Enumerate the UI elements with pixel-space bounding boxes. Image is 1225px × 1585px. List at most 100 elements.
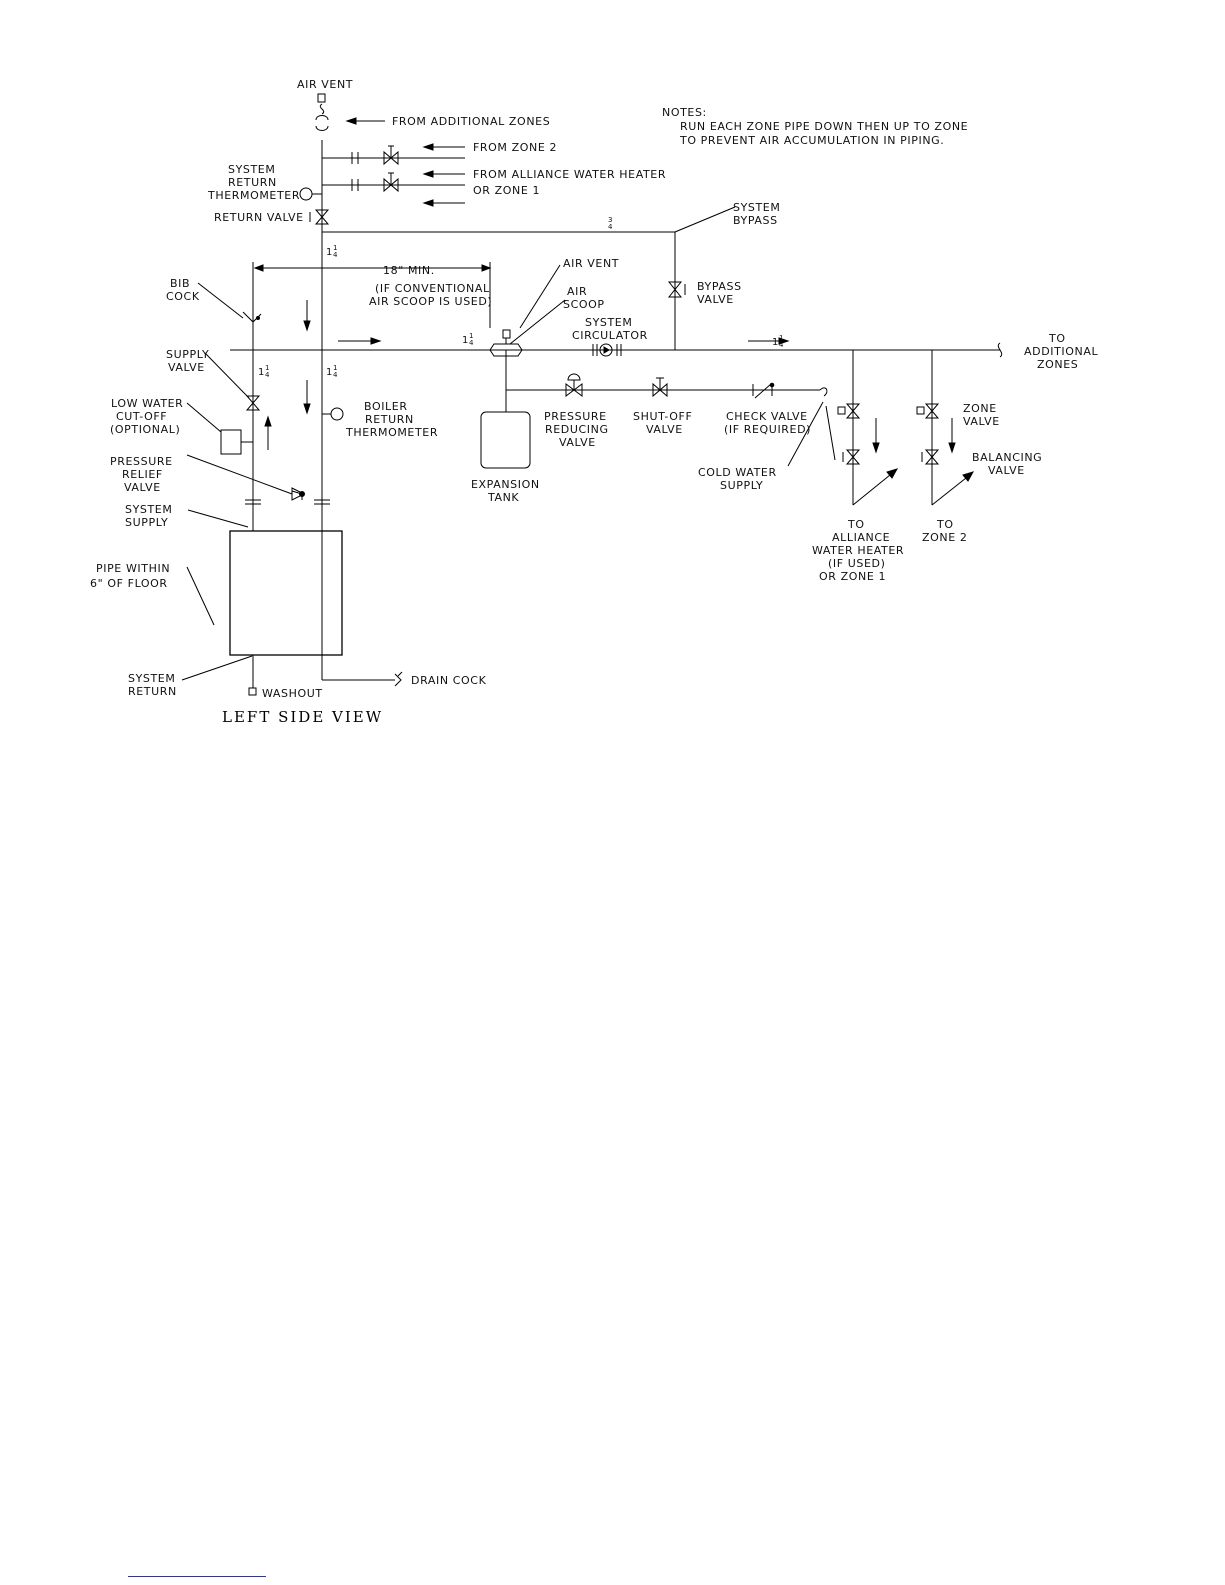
svg-text:1: 1: [333, 364, 337, 372]
label-from-alliance-2: OR ZONE 1: [473, 184, 540, 197]
label-check-valve-1: CHECK VALVE: [726, 410, 808, 423]
notes-line-2: TO PREVENT AIR ACCUMULATION IN PIPING.: [679, 134, 944, 147]
label-air-vent-top: AIR VENT: [297, 78, 353, 91]
svg-text:TANK: TANK: [487, 491, 519, 504]
svg-text:VALVE: VALVE: [988, 464, 1025, 477]
svg-text:(IF USED): (IF USED): [828, 557, 886, 570]
label-expansion-tank-1: EXPANSION: [471, 478, 540, 491]
svg-text:VALVE: VALVE: [963, 415, 1000, 428]
svg-text:4: 4: [333, 371, 338, 379]
pipe-size-labels: 1 1 4 1 1 4 1 1 4 1 1 4 1 1 4 3 4: [258, 216, 784, 379]
svg-text:6" OF FLOOR: 6" OF FLOOR: [90, 577, 168, 590]
svg-text:AIR SCOOP IS USED): AIR SCOOP IS USED): [369, 295, 492, 308]
label-boiler-thermo-1: BOILER: [364, 400, 408, 413]
zone2-balancing-symbol: [924, 449, 940, 465]
label-system-return-1: SYSTEM: [128, 672, 175, 685]
label-shut-off-1: SHUT-OFF: [633, 410, 692, 423]
pressure-reducing-symbol: [565, 383, 583, 397]
svg-text:VALVE: VALVE: [168, 361, 205, 374]
svg-text:RELIEF: RELIEF: [122, 468, 163, 481]
svg-text:4: 4: [333, 251, 338, 259]
svg-text:CUT-OFF: CUT-OFF: [116, 410, 167, 423]
size-main-left: 1: [462, 335, 468, 346]
label-pipe-within-1: PIPE WITHIN: [96, 562, 170, 575]
svg-text:ADDITIONAL: ADDITIONAL: [1024, 345, 1098, 358]
zone2-return-valve: [383, 150, 399, 166]
notes-line-1: RUN EACH ZONE PIPE DOWN THEN UP TO ZONE: [680, 120, 968, 133]
air-vent-mid-symbol: [502, 329, 511, 339]
size-bypass: 3: [608, 216, 612, 224]
label-low-water-1: LOW WATER: [111, 397, 183, 410]
svg-text:SUPPLY: SUPPLY: [125, 516, 168, 529]
label-balancing-valve-1: BALANCING: [972, 451, 1042, 464]
flow-arrows: [264, 117, 975, 506]
svg-text:(OPTIONAL): (OPTIONAL): [110, 423, 180, 436]
svg-text:ZONE 2: ZONE 2: [922, 531, 967, 544]
label-system-circulator-1: SYSTEM: [585, 316, 632, 329]
boiler-body: [229, 530, 343, 656]
footer-link-underline[interactable]: [128, 1576, 266, 1577]
svg-text:VALVE: VALVE: [559, 436, 596, 449]
svg-text:THERMOMETER: THERMOMETER: [345, 426, 438, 439]
circulator-symbol: [599, 343, 613, 357]
svg-text:CIRCULATOR: CIRCULATOR: [572, 329, 648, 342]
top-air-vent-symbol: [317, 93, 326, 103]
low-water-box: [220, 429, 242, 455]
label-system-supply-1: SYSTEM: [125, 503, 172, 516]
label-system-bypass-1: SYSTEM: [733, 201, 780, 214]
label-washout: WASHOUT: [262, 687, 323, 700]
label-from-additional-zones: FROM ADDITIONAL ZONES: [392, 115, 550, 128]
svg-text:OR ZONE 1: OR ZONE 1: [819, 570, 886, 583]
label-drain-cock: DRAIN COCK: [411, 674, 487, 687]
svg-text:RETURN: RETURN: [365, 413, 414, 426]
label-pressure-reducing-1: PRESSURE: [544, 410, 607, 423]
label-return-valve: RETURN VALVE: [214, 211, 304, 224]
svg-text:1: 1: [469, 332, 473, 340]
label-from-alliance-1: FROM ALLIANCE WATER HEATER: [473, 168, 666, 181]
svg-text:(IF REQUIRED): (IF REQUIRED): [724, 423, 811, 436]
label-bib-cock-1: BIB: [170, 277, 190, 290]
label-zone-valve-1: ZONE: [963, 402, 997, 415]
zone1-balancing-symbol: [845, 449, 861, 465]
svg-text:VALVE: VALVE: [697, 293, 734, 306]
size-supply: 1: [258, 367, 264, 378]
svg-text:ALLIANCE: ALLIANCE: [832, 531, 890, 544]
zone2-valve-symbol: [924, 403, 940, 419]
svg-text:RETURN: RETURN: [228, 176, 277, 189]
supply-valve-symbol: [245, 395, 261, 411]
svg-text:RETURN: RETURN: [128, 685, 177, 698]
label-pressure-relief-1: PRESSURE: [110, 455, 173, 468]
svg-text:BYPASS: BYPASS: [733, 214, 778, 227]
shut-off-symbol: [652, 382, 668, 398]
label-air-vent-mid: AIR VENT: [563, 257, 619, 270]
svg-text:4: 4: [469, 339, 474, 347]
svg-text:COCK: COCK: [166, 290, 200, 303]
svg-text:1: 1: [265, 364, 269, 372]
return-valve-symbol: [314, 209, 330, 225]
label-from-zone-2: FROM ZONE 2: [473, 141, 557, 154]
valves: [245, 145, 940, 501]
size-main-right: 1: [772, 337, 778, 348]
svg-text:4: 4: [608, 223, 613, 231]
label-sys-return-thermo-1: SYSTEM: [228, 163, 275, 176]
zone1-valve-symbol: [845, 403, 861, 419]
label-bypass-valve-1: BYPASS: [697, 280, 742, 293]
svg-text:VALVE: VALVE: [646, 423, 683, 436]
svg-text:WATER HEATER: WATER HEATER: [812, 544, 904, 557]
svg-text:ZONES: ZONES: [1037, 358, 1078, 371]
svg-text:4: 4: [779, 341, 784, 349]
view-title: LEFT SIDE VIEW: [222, 708, 384, 726]
labels: AIR VENT FROM ADDITIONAL ZONES FROM ZONE…: [90, 78, 1098, 700]
svg-text:SUPPLY: SUPPLY: [720, 479, 763, 492]
boiler-flanges: [245, 499, 330, 531]
alliance-return-valve: [383, 177, 399, 193]
fittings: [220, 93, 1003, 696]
size-riser-top: 1: [326, 247, 332, 258]
svg-text:1: 1: [333, 244, 337, 252]
air-scoop-symbol: [489, 343, 523, 357]
label-supply-valve-1: SUPPLY: [166, 348, 209, 361]
label-to-additional-1: TO: [1048, 332, 1066, 345]
notes-heading: NOTES:: [662, 106, 707, 119]
